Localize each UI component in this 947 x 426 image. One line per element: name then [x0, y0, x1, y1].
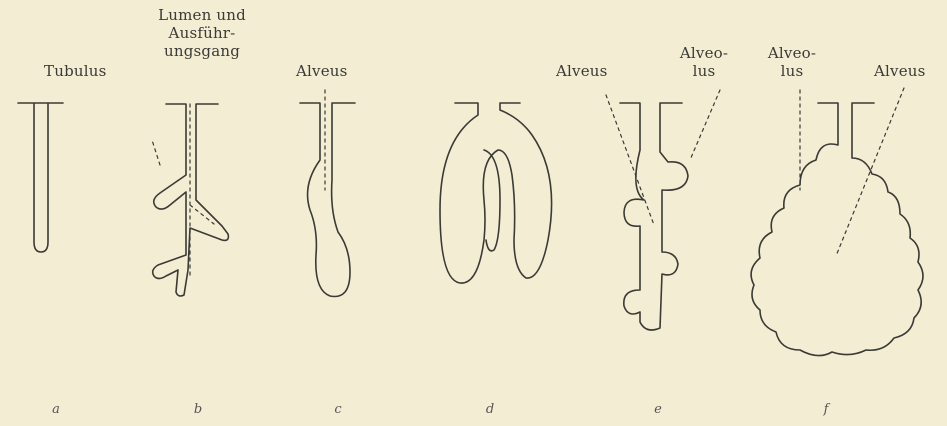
letter-e: e: [648, 402, 668, 417]
letter-f: f: [816, 402, 836, 417]
letter-a: a: [46, 402, 66, 417]
label-lumen-und-ausfuehrungsgang: Lumen und Ausführ- ungsgang: [132, 6, 272, 60]
label-alveolus-e: Alveo- lus: [674, 44, 734, 80]
label-tubulus: Tubulus: [44, 62, 106, 80]
label-alveus-c: Alveus: [296, 62, 348, 80]
label-alveolus-f: Alveo- lus: [762, 44, 822, 80]
letter-c: c: [328, 402, 348, 417]
label-alveolus-e-line1: Alveo-: [674, 44, 734, 62]
letter-b: b: [188, 402, 208, 417]
diagram-f-acinar-gland: [751, 88, 923, 356]
letter-d: d: [480, 402, 500, 417]
diagram-a-tubular-gland: [18, 103, 63, 252]
diagram-b-branched-gland: [152, 104, 228, 296]
diagram-e-alveolar-gland: [606, 90, 720, 330]
label-lumen-line3: ungsgang: [132, 42, 272, 60]
label-alveolus-f-line2: lus: [762, 62, 822, 80]
label-lumen-line2: Ausführ-: [132, 24, 272, 42]
label-alveolus-e-line2: lus: [674, 62, 734, 80]
label-alveolus-f-line1: Alveo-: [762, 44, 822, 62]
label-alveus-e: Alveus: [556, 62, 608, 80]
label-alveus-f: Alveus: [874, 62, 926, 80]
diagram-d-lobed-gland: [440, 103, 552, 283]
diagram-c-alveus: [300, 90, 355, 297]
label-lumen-line1: Lumen und: [132, 6, 272, 24]
